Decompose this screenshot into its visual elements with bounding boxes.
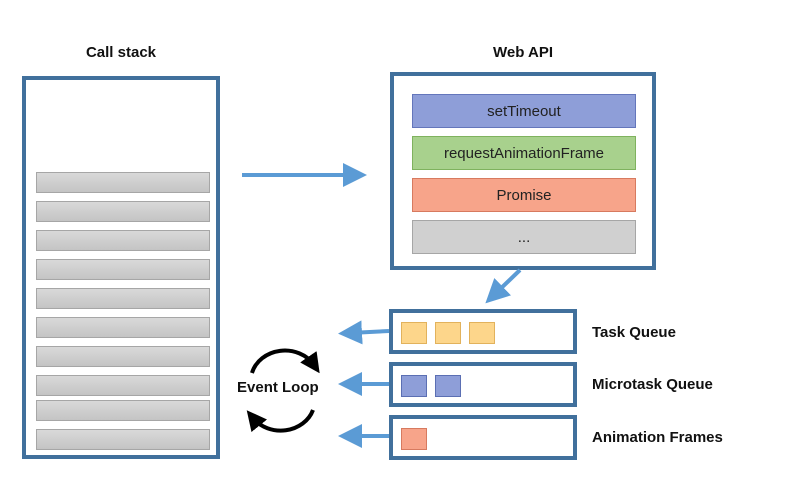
stack-frame [36, 201, 210, 222]
call-stack-title: Call stack [85, 44, 157, 61]
microtask-item [435, 375, 461, 397]
task-item [401, 322, 427, 344]
stack-frame [36, 429, 210, 450]
animation-frame-item [401, 428, 427, 450]
task-item [469, 322, 495, 344]
animation-frames-label: Animation Frames [592, 429, 723, 446]
api-item-requestanimationframe: requestAnimationFrame [412, 136, 636, 170]
stack-frame [36, 172, 210, 193]
stack-frame [36, 375, 210, 396]
task-item [435, 322, 461, 344]
microtask-queue-label: Microtask Queue [592, 376, 713, 393]
task-queue-arrow [338, 320, 390, 345]
task-queue-box [389, 309, 577, 354]
stack-frame [36, 400, 210, 421]
stack-frame [36, 230, 210, 251]
event-loop-bottom-arc [246, 409, 315, 433]
task-queue-label: Task Queue [592, 324, 676, 341]
microtask-queue-box [389, 362, 577, 407]
web-api-title: Web API [492, 44, 553, 61]
web-api-box: setTimeout requestAnimationFrame Promise… [390, 72, 656, 270]
call-stack-box [22, 76, 220, 459]
stack-frame [36, 288, 210, 309]
event-loop-top-arc [250, 348, 320, 374]
api-to-queue-arrow [485, 268, 522, 304]
stack-frame [36, 346, 210, 367]
api-item-promise: Promise [412, 178, 636, 212]
stack-frame [36, 317, 210, 338]
microtask-item [401, 375, 427, 397]
api-item-settimeout: setTimeout [412, 94, 636, 128]
animation-frames-box [389, 415, 577, 460]
event-loop-label: Event Loop [237, 379, 319, 396]
stack-frame [36, 259, 210, 280]
api-item-more: ... [412, 220, 636, 254]
